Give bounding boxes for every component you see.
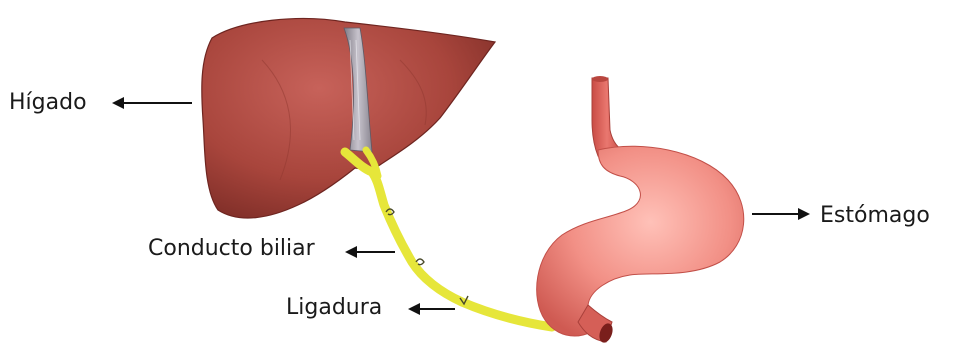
liver-illustration xyxy=(202,19,495,219)
arrow-stomach xyxy=(752,208,810,220)
liver-label: Hígado xyxy=(9,92,87,114)
bile-duct-label: Conducto biliar xyxy=(148,238,315,260)
stomach-illustration xyxy=(537,76,744,344)
arrow-liver xyxy=(112,97,192,109)
arrow-bile-duct xyxy=(345,246,395,258)
stomach-label: Estómago xyxy=(820,205,930,227)
arrow-ligature xyxy=(408,303,455,315)
ligature-label: Ligadura xyxy=(286,297,382,319)
